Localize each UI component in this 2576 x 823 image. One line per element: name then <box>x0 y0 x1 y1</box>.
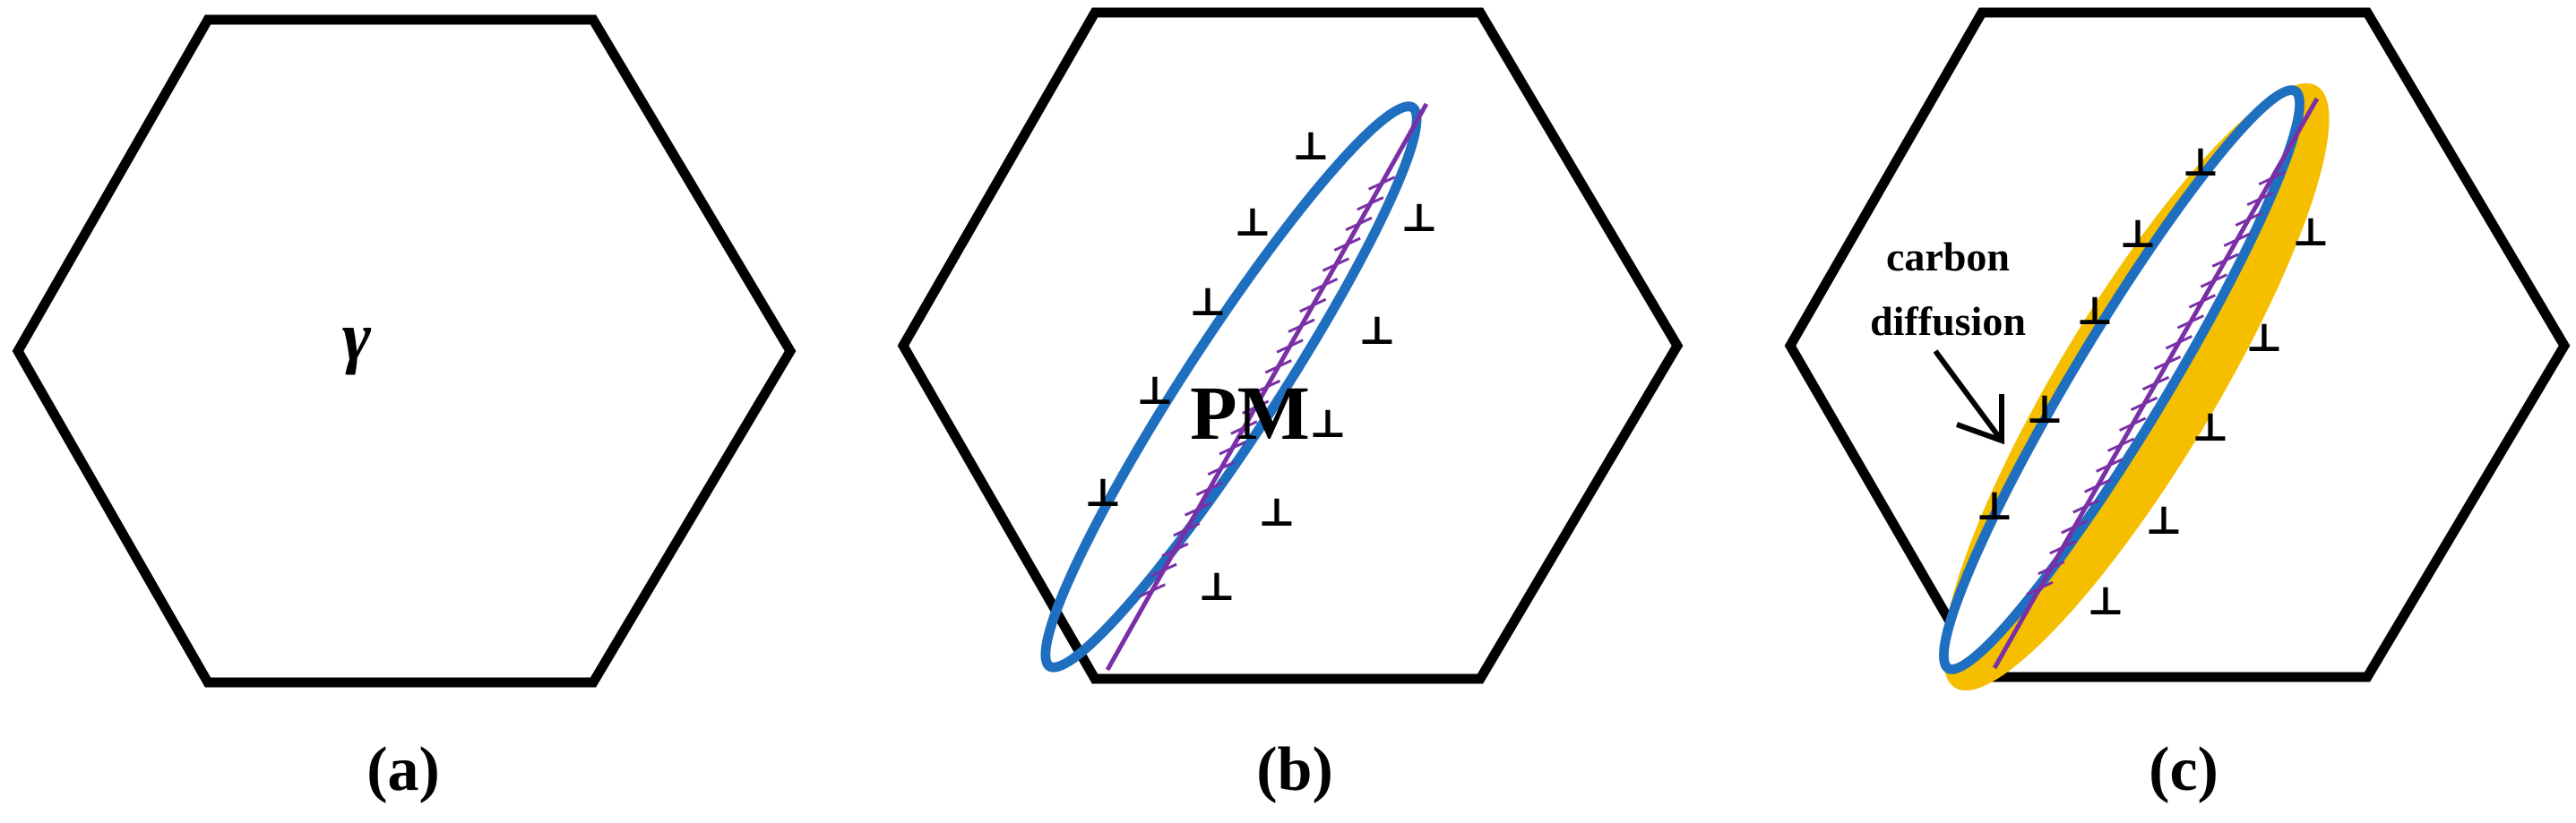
austenite-grain-hexagon <box>897 7 1684 684</box>
twin-mark <box>2130 396 2158 412</box>
twin-mark <box>1219 441 1246 456</box>
dislocation-symbol: ⊥ <box>2076 289 2114 333</box>
twin-mark <box>2176 314 2205 330</box>
twin-mark <box>2038 560 2065 576</box>
twin-mark <box>2141 375 2170 391</box>
twin-mark <box>2165 335 2193 350</box>
twin-mark <box>1333 236 1361 252</box>
dislocation-symbol: ⊥ <box>2119 212 2157 256</box>
dislocation-symbol: ⊥ <box>1136 369 1174 413</box>
martensite-plate <box>1040 101 1422 673</box>
twin-mark <box>1161 542 1189 558</box>
carbon-diffusion-label-line1: carbon <box>1886 234 2010 279</box>
dislocations: ⊥⊥⊥⊥⊥⊥⊥⊥⊥⊥ <box>1976 141 2330 623</box>
panel-a-caption: (a) <box>366 735 440 804</box>
dislocation-symbol: ⊥ <box>2245 316 2283 360</box>
twin-mark <box>1264 359 1292 374</box>
twin-mark <box>1357 196 1384 211</box>
dislocation-symbol: ⊥ <box>2182 141 2219 184</box>
twin-mark <box>2200 273 2227 288</box>
dislocation-symbol: ⊥ <box>1258 491 1296 535</box>
dislocation-symbol: ⊥ <box>1292 124 1330 168</box>
twin-mark <box>2106 437 2135 452</box>
dislocation-symbol: ⊥ <box>1976 484 2013 528</box>
twin-marks <box>2026 170 2286 596</box>
diffusion-arrow <box>1933 349 2004 445</box>
twin-mark <box>1276 339 1304 354</box>
twin-mark <box>1150 562 1177 578</box>
dislocation-symbol: ⊥ <box>1400 196 1438 240</box>
twin-mark <box>1173 522 1201 537</box>
dislocation-symbol: ⊥ <box>2145 499 2183 543</box>
twin-mark <box>1184 502 1212 517</box>
twin-mark <box>1230 420 1258 435</box>
twin-mark <box>2211 253 2239 268</box>
panel-c: ⊥⊥⊥⊥⊥⊥⊥⊥⊥⊥ carbon diffusion (c) <box>1784 7 2571 804</box>
austenite-grain-hexagon <box>12 14 797 688</box>
twin-mark <box>2072 499 2100 514</box>
twin-mark <box>2026 580 2054 596</box>
twin-mark <box>2084 478 2112 493</box>
martensite-label: PM <box>1190 370 1310 456</box>
panel-b-caption: (b) <box>1256 735 1333 804</box>
dislocation-symbol: ⊥ <box>1309 402 1347 446</box>
twin-mark <box>1138 583 1166 598</box>
dislocation-symbol: ⊥ <box>2087 579 2124 623</box>
austenite-grain-hexagon <box>1784 7 2571 682</box>
twin-mark <box>2118 416 2147 432</box>
dislocation-symbol: ⊥ <box>1198 565 1236 609</box>
dislocation-symbol: ⊥ <box>2192 406 2229 450</box>
dislocation-symbol: ⊥ <box>1189 280 1227 324</box>
twin-mark <box>1310 278 1339 293</box>
twin-mark <box>2258 170 2286 186</box>
dislocation-symbol: ⊥ <box>1234 201 1271 244</box>
twin-mark <box>2153 355 2182 371</box>
twin-mark <box>2188 294 2216 309</box>
twin-mark <box>1242 399 1270 415</box>
carbon-diffusion-label-line2: diffusion <box>1870 298 2026 344</box>
panel-a: γ (a) <box>12 14 797 804</box>
twin-mark <box>2223 232 2251 247</box>
twin-mark <box>1299 297 1327 313</box>
twin-mark <box>2049 540 2077 555</box>
twin-mark <box>1368 176 1396 191</box>
twin-mark <box>2061 519 2089 535</box>
dislocation-symbol: ⊥ <box>1358 309 1396 353</box>
dislocation-symbol: ⊥ <box>2026 388 2063 432</box>
dislocation-symbol: ⊥ <box>2292 210 2330 254</box>
gamma-phase-label: γ <box>342 297 372 375</box>
twin-mark <box>1288 318 1315 333</box>
twin-mark <box>1195 481 1224 496</box>
twin-mark <box>2235 211 2262 227</box>
twin-marks <box>1138 176 1396 598</box>
dislocation-symbol: ⊥ <box>1084 471 1122 515</box>
panel-b: ⊥⊥⊥⊥⊥⊥⊥⊥⊥⊥ PM (b) <box>897 7 1684 804</box>
twin-mark <box>2246 191 2274 207</box>
twin-mark <box>1345 216 1373 232</box>
martensite-plate <box>1938 85 2305 674</box>
panel-c-caption: (c) <box>2149 735 2218 804</box>
twin-mark <box>1207 460 1235 476</box>
twin-mark <box>1253 379 1281 395</box>
dislocations: ⊥⊥⊥⊥⊥⊥⊥⊥⊥⊥ <box>1084 124 1438 609</box>
twin-mark <box>2096 458 2124 473</box>
twin-mark <box>1322 257 1350 272</box>
